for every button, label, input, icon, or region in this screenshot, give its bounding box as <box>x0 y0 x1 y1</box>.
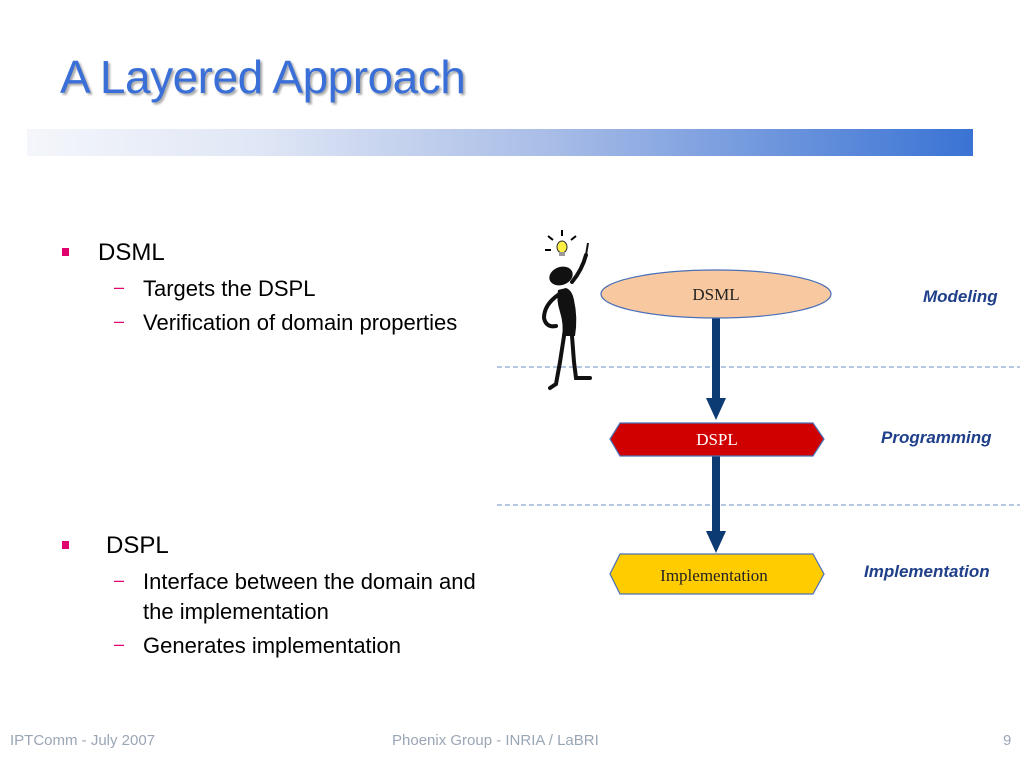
sub-bullet-text: Generates implementation <box>143 633 402 658</box>
implementation-node-label: Implementation <box>660 566 768 585</box>
dash-icon: – <box>114 311 125 331</box>
dash-icon: – <box>114 570 125 590</box>
dsml-node <box>600 269 832 319</box>
bullet-item: DSPL <box>58 529 543 563</box>
sub-bullet-item: – Verification of domain properties <box>58 308 473 338</box>
bullet-square-icon <box>62 541 69 549</box>
dash-icon: – <box>114 277 125 297</box>
bullet-item: DSML <box>58 236 543 270</box>
stick-figure-idea-icon <box>541 230 592 390</box>
page-number: 9 <box>1003 732 1012 749</box>
bullet-label: DSPL <box>106 532 169 559</box>
bullet-square-icon <box>62 248 69 256</box>
sub-bullet-item: – Targets the DSPL <box>58 274 543 304</box>
dash-icon: – <box>114 634 125 654</box>
title-gradient-bar <box>27 129 973 156</box>
arrow-dspl-to-implementation <box>706 456 726 553</box>
footer-center: Phoenix Group - INRIA / LaBRI <box>392 732 599 749</box>
layer-label-implementation: Implementation <box>864 562 990 581</box>
dspl-node-label: DSPL <box>696 430 738 449</box>
bullet-group-dsml: DSML – Targets the DSPL – Verification o… <box>58 236 543 338</box>
layer-label-programming: Programming <box>881 428 992 447</box>
implementation-node <box>609 553 825 595</box>
footer-left: IPTComm - July 2007 <box>10 732 156 749</box>
sub-bullet-text: Interface between the domain and the imp… <box>143 569 476 624</box>
bullet-group-dspl: DSPL – Interface between the domain and … <box>58 529 543 661</box>
arrow-dsml-to-dspl <box>706 318 726 420</box>
sub-bullet-item: – Interface between the domain and the i… <box>58 567 483 627</box>
sub-bullet-text: Verification of domain properties <box>143 310 458 335</box>
dspl-node <box>609 422 825 457</box>
sub-bullet-text: Targets the DSPL <box>143 276 316 301</box>
bullet-label: DSML <box>98 239 165 266</box>
slide-title: A Layered Approach <box>60 51 466 103</box>
dsml-node-label: DSML <box>692 285 739 304</box>
sub-bullet-item: – Generates implementation <box>58 631 543 661</box>
layer-label-modeling: Modeling <box>923 287 998 306</box>
